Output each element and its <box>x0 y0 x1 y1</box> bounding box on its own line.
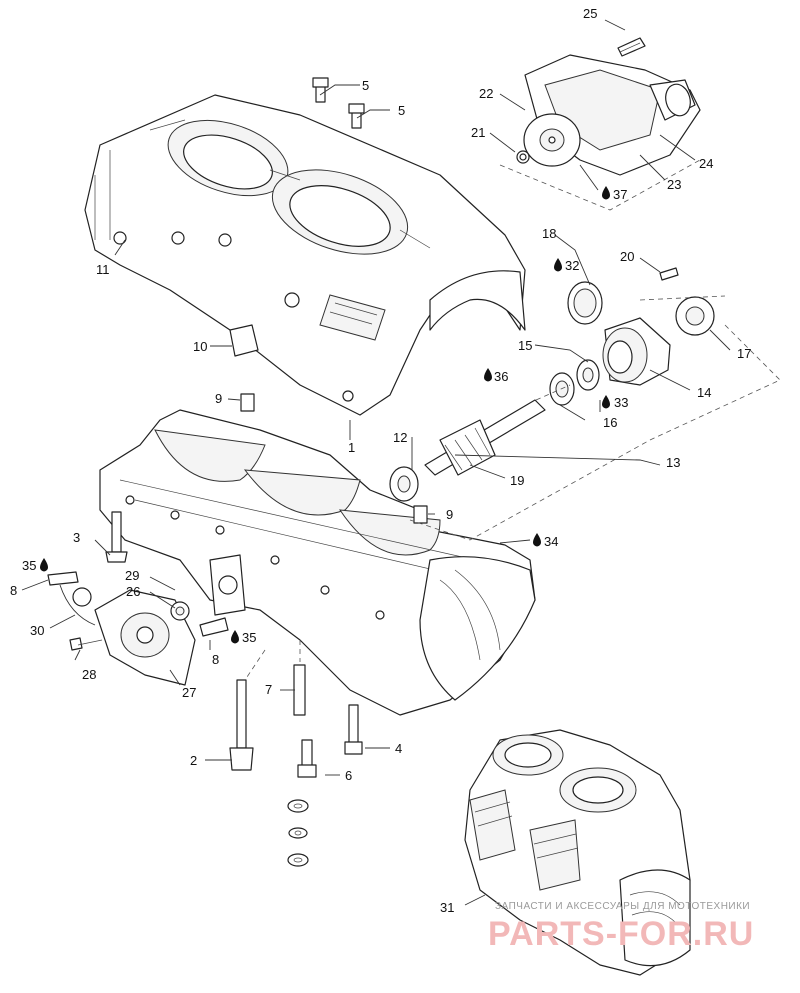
label-30: 30 <box>30 623 44 638</box>
label-27: 27 <box>182 685 196 700</box>
label-5b: 5 <box>398 103 405 118</box>
seal-bearing-group <box>389 267 715 502</box>
drop-icon-36 <box>484 368 492 382</box>
label-32: 32 <box>565 258 579 273</box>
label-4: 4 <box>395 741 402 756</box>
label-34: 34 <box>544 534 558 549</box>
drop-icon-34 <box>533 533 541 547</box>
water-pump-assembly <box>516 37 701 176</box>
label-7: 7 <box>265 682 272 697</box>
label-37: 37 <box>613 187 627 202</box>
label-18: 18 <box>542 226 556 241</box>
label-3: 3 <box>73 530 80 545</box>
label-21: 21 <box>471 125 485 140</box>
assembly-lines <box>244 159 781 681</box>
label-36: 36 <box>494 369 508 384</box>
label-14: 14 <box>697 385 711 400</box>
label-10: 10 <box>193 339 207 354</box>
label-22: 22 <box>479 86 493 101</box>
label-17: 17 <box>737 346 751 361</box>
lower-crankcase <box>99 409 536 716</box>
drop-icon-35b <box>231 630 239 644</box>
fasteners <box>105 77 428 867</box>
label-8b: 8 <box>212 652 219 667</box>
label-13: 13 <box>666 455 680 470</box>
label-29: 29 <box>125 568 139 583</box>
label-9b: 9 <box>446 507 453 522</box>
label-35b: 35 <box>242 630 256 645</box>
label-6: 6 <box>345 768 352 783</box>
leader-lines <box>21 19 731 906</box>
label-24: 24 <box>699 156 713 171</box>
label-5a: 5 <box>362 78 369 93</box>
label-28: 28 <box>82 667 96 682</box>
label-23: 23 <box>667 177 681 192</box>
label-35a: 35 <box>22 558 36 573</box>
drop-icon-33 <box>602 395 610 409</box>
label-15: 15 <box>518 338 532 353</box>
label-26: 26 <box>126 584 140 599</box>
label-8a: 8 <box>10 583 17 598</box>
drop-icon-32 <box>554 258 562 272</box>
assembled-engine <box>464 729 691 976</box>
watermark: ЗАПЧАСТИ И АКСЕССУАРЫ ДЛЯ МОТОТЕХНИКИ PA… <box>488 901 754 953</box>
label-11: 11 <box>96 262 110 277</box>
label-33: 33 <box>614 395 628 410</box>
upper-crankcase <box>84 94 526 416</box>
label-1: 1 <box>348 440 355 455</box>
label-20: 20 <box>620 249 634 264</box>
watermark-tagline: ЗАПЧАСТИ И АКСЕССУАРЫ ДЛЯ МОТОТЕХНИКИ <box>495 901 750 912</box>
watermark-brand: PARTS-FOR.RU <box>488 915 754 953</box>
label-19: 19 <box>510 473 524 488</box>
part-labels: 1 2 3 4 5 5 6 7 8 8 9 9 10 11 12 13 14 1… <box>10 6 751 915</box>
label-12: 12 <box>393 430 407 445</box>
label-31: 31 <box>440 900 454 915</box>
drop-icon-35a <box>40 558 48 572</box>
label-9a: 9 <box>215 391 222 406</box>
label-16: 16 <box>603 415 617 430</box>
oil-pump-group <box>47 571 229 686</box>
label-2: 2 <box>190 753 197 768</box>
lubricant-drop-icons <box>40 186 610 644</box>
label-25: 25 <box>583 6 597 21</box>
drop-icon-37 <box>602 186 610 200</box>
